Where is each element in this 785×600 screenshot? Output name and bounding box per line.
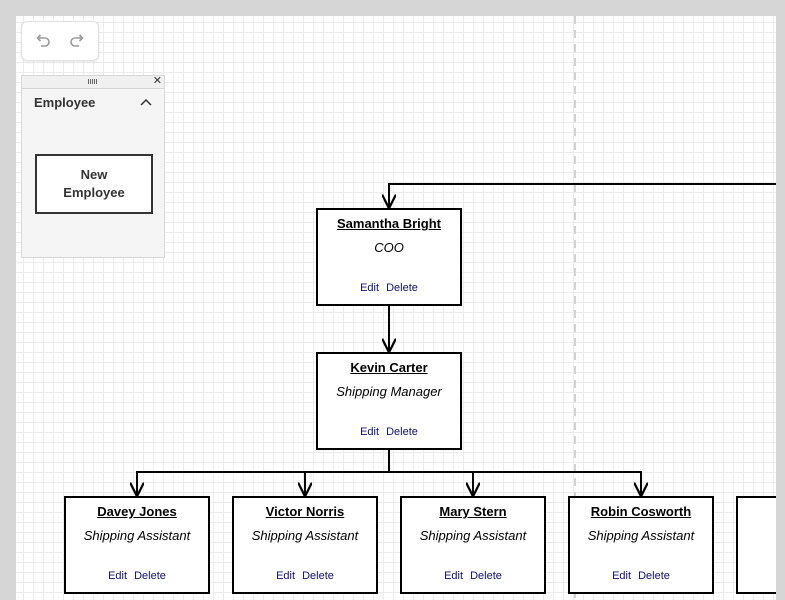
grip-icon xyxy=(88,79,98,84)
undo-button[interactable] xyxy=(31,29,55,53)
edit-link[interactable]: Edit xyxy=(276,570,296,582)
node-actions: Edit Delete xyxy=(66,570,208,582)
delete-link[interactable]: Delete xyxy=(470,570,502,582)
employee-role: Shipping Assistant xyxy=(83,528,191,543)
employee-name: Davey Jones xyxy=(97,504,177,519)
delete-link[interactable]: Delete xyxy=(302,570,334,582)
edit-link[interactable]: Edit xyxy=(444,570,464,582)
delete-link[interactable]: Delete xyxy=(386,282,418,294)
employee-name: T xyxy=(738,504,776,519)
edge-kevin-robin xyxy=(473,471,641,495)
close-icon[interactable]: ✕ xyxy=(152,75,162,87)
delete-link[interactable]: Delete xyxy=(386,426,418,438)
palette-section-header[interactable]: Employee xyxy=(22,89,164,115)
employee-node-samantha-bright[interactable]: Samantha Bright COO Edit Delete xyxy=(316,208,462,306)
diagram-canvas[interactable]: Samantha Bright COO Edit Delete Kevin Ca… xyxy=(16,16,776,600)
employee-name: Samantha Bright xyxy=(336,216,441,231)
chevron-up-icon xyxy=(140,98,152,106)
employee-role: Shipping Assistant xyxy=(419,528,527,543)
employee-role: Ne xyxy=(738,528,776,543)
edge-kevin-mary xyxy=(389,471,473,495)
node-actions: Edit Delete xyxy=(570,570,712,582)
employee-node-partial[interactable]: T Ne xyxy=(736,496,776,594)
node-actions: Edit Delete xyxy=(318,426,460,438)
edit-link[interactable]: Edit xyxy=(612,570,632,582)
employee-name: Mary Stern xyxy=(439,504,507,519)
edit-link[interactable]: Edit xyxy=(108,570,128,582)
redo-button[interactable] xyxy=(65,29,89,53)
edit-link[interactable]: Edit xyxy=(360,282,380,294)
employee-node-mary-stern[interactable]: Mary Stern Shipping Assistant Edit Delet… xyxy=(400,496,546,594)
edge-kevin-davey xyxy=(137,449,390,495)
org-chart-edges xyxy=(16,16,776,600)
employee-role: Shipping Assistant xyxy=(587,528,695,543)
node-actions: Edit Delete xyxy=(402,570,544,582)
new-employee-label: New Employee xyxy=(63,167,125,200)
employee-name: Kevin Carter xyxy=(350,360,428,375)
employee-palette: ✕ Employee New Employee xyxy=(21,75,165,258)
delete-link[interactable]: Delete xyxy=(134,570,166,582)
employee-node-kevin-carter[interactable]: Kevin Carter Shipping Manager Edit Delet… xyxy=(316,352,462,450)
employee-node-davey-jones[interactable]: Davey Jones Shipping Assistant Edit Dele… xyxy=(64,496,210,594)
employee-node-victor-norris[interactable]: Victor Norris Shipping Assistant Edit De… xyxy=(232,496,378,594)
palette-drag-handle[interactable]: ✕ xyxy=(22,75,164,89)
employee-role: Shipping Assistant xyxy=(251,528,359,543)
redo-icon xyxy=(70,34,84,47)
employee-name: Robin Cosworth xyxy=(590,504,692,519)
delete-link[interactable]: Delete xyxy=(638,570,670,582)
node-actions: Edit Delete xyxy=(234,570,376,582)
employee-role: Shipping Manager xyxy=(336,384,442,399)
palette-title: Employee xyxy=(34,94,96,110)
new-employee-shape[interactable]: New Employee xyxy=(35,154,153,214)
undo-redo-toolbar xyxy=(21,21,99,61)
employee-role: COO xyxy=(374,240,404,255)
node-actions: Edit Delete xyxy=(318,282,460,294)
employee-node-robin-cosworth[interactable]: Robin Cosworth Shipping Assistant Edit D… xyxy=(568,496,714,594)
edge-to-samantha xyxy=(389,183,776,207)
employee-name: Victor Norris xyxy=(265,504,345,519)
undo-icon xyxy=(36,34,50,47)
edit-link[interactable]: Edit xyxy=(360,426,380,438)
